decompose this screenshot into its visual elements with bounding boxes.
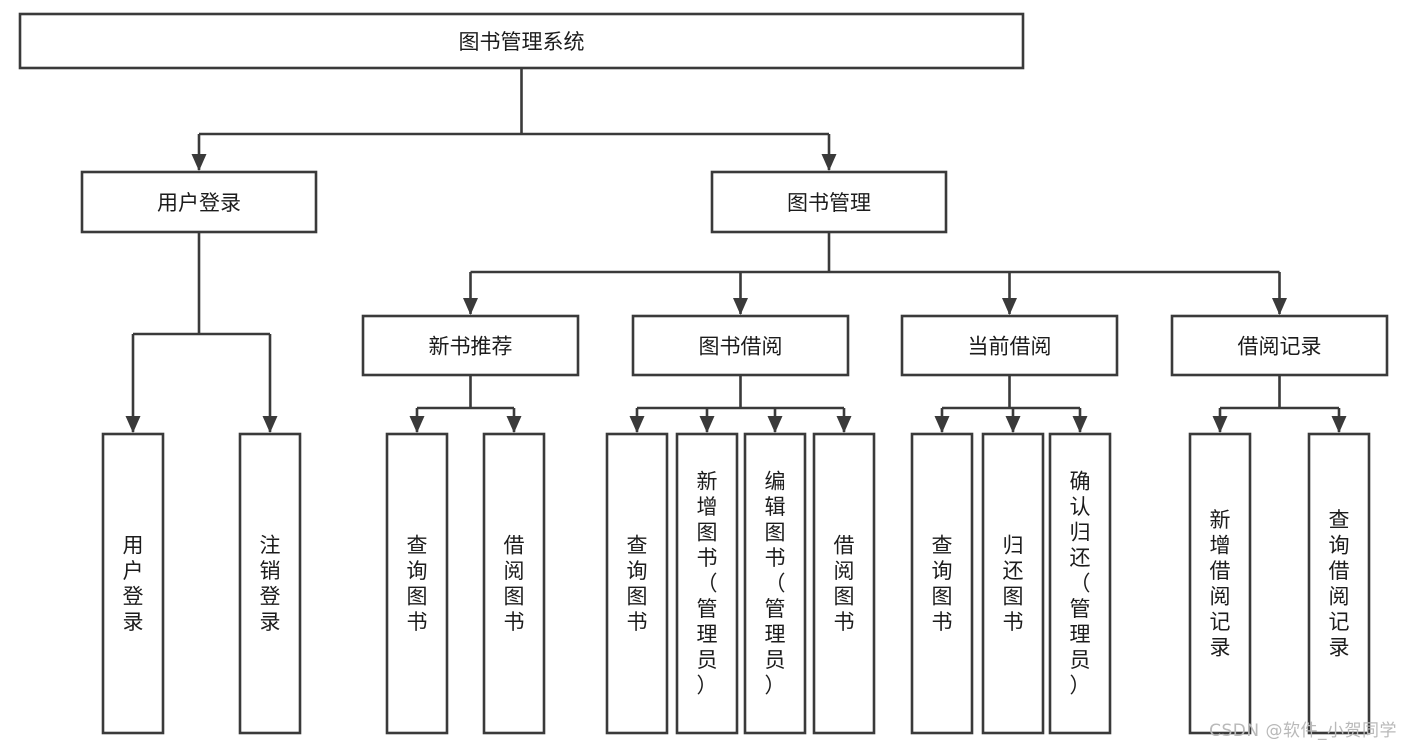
arrow-head-icon — [733, 298, 748, 315]
arrow-head-icon — [262, 416, 278, 433]
csdn-watermark: CSDN @软件_小贺同学 — [1209, 721, 1397, 741]
node-box-leaf-borrow-book-1 — [482, 432, 546, 735]
node-label-leaf-add-record: 新增借阅记录 — [1210, 508, 1231, 660]
node-box-book-borrow — [631, 314, 850, 377]
node-label-leaf-query-record: 查询借阅记录 — [1329, 508, 1350, 660]
node-leaf-borrow-book-1[interactable]: 借阅图书 — [482, 432, 546, 735]
node-leaf-query-book-3[interactable]: 查询图书 — [910, 432, 974, 735]
node-label-leaf-query-book-2: 查询图书 — [627, 533, 648, 634]
node-box-borrow-record — [1170, 314, 1389, 377]
node-box-leaf-confirm-return — [1048, 432, 1112, 735]
node-box-current-borrow — [900, 314, 1119, 377]
node-box-leaf-add-record — [1188, 432, 1252, 735]
node-box-leaf-edit-book — [743, 432, 807, 735]
arrow-head-icon — [934, 416, 950, 433]
node-leaf-query-record[interactable]: 查询借阅记录 — [1307, 432, 1371, 735]
node-current-borrow[interactable]: 当前借阅 — [900, 314, 1119, 377]
node-box-leaf-logout — [238, 432, 302, 735]
nodes-layer: 图书管理系统用户登录图书管理新书推荐图书借阅当前借阅借阅记录用户登录注销登录查询… — [18, 12, 1389, 735]
node-book-manage[interactable]: 图书管理 — [710, 170, 948, 234]
node-label-root: 图书管理系统 — [459, 30, 585, 54]
arrow-head-icon — [699, 416, 715, 433]
edges-layer — [125, 68, 1347, 433]
arrow-head-icon — [1005, 416, 1021, 433]
node-leaf-add-book[interactable]: 新增图书（管理员） — [675, 432, 739, 735]
node-box-leaf-borrow-book-2 — [812, 432, 876, 735]
node-leaf-query-book-2[interactable]: 查询图书 — [605, 432, 669, 735]
node-box-leaf-query-book-2 — [605, 432, 669, 735]
node-box-leaf-query-book-3 — [910, 432, 974, 735]
node-label-leaf-query-book-1: 查询图书 — [407, 533, 428, 634]
arrow-head-icon — [125, 416, 141, 433]
node-label-leaf-return-book: 归还图书 — [1003, 533, 1024, 634]
node-box-book-manage — [710, 170, 948, 234]
node-label-book-manage: 图书管理 — [787, 191, 871, 215]
node-label-book-borrow: 图书借阅 — [699, 335, 783, 359]
node-borrow-record[interactable]: 借阅记录 — [1170, 314, 1389, 377]
node-box-leaf-return-book — [981, 432, 1045, 735]
node-leaf-borrow-book-2[interactable]: 借阅图书 — [812, 432, 876, 735]
node-box-leaf-user-login — [101, 432, 165, 735]
arrow-head-icon — [1331, 416, 1347, 433]
node-box-leaf-add-book — [675, 432, 739, 735]
node-label-borrow-record: 借阅记录 — [1238, 335, 1322, 359]
node-label-leaf-user-login: 用户登录 — [123, 533, 144, 634]
node-user-login[interactable]: 用户登录 — [80, 170, 318, 234]
node-leaf-edit-book[interactable]: 编辑图书（管理员） — [743, 432, 807, 735]
node-leaf-confirm-return[interactable]: 确认归还（管理员） — [1048, 432, 1112, 735]
arrow-head-icon — [1002, 298, 1017, 315]
arrow-head-icon — [506, 416, 522, 433]
node-label-leaf-borrow-book-2: 借阅图书 — [834, 533, 855, 634]
arrow-head-icon — [836, 416, 852, 433]
arrow-head-icon — [629, 416, 645, 433]
node-box-leaf-query-book-1 — [385, 432, 449, 735]
node-leaf-logout[interactable]: 注销登录 — [238, 432, 302, 735]
node-root[interactable]: 图书管理系统 — [18, 12, 1025, 70]
arrow-head-icon — [1272, 298, 1287, 315]
node-box-root — [18, 12, 1025, 70]
node-leaf-return-book[interactable]: 归还图书 — [981, 432, 1045, 735]
arrow-head-icon — [1072, 416, 1088, 433]
node-box-user-login — [80, 170, 318, 234]
node-label-current-borrow: 当前借阅 — [968, 335, 1052, 359]
arrow-head-icon — [409, 416, 425, 433]
node-label-leaf-edit-book: 编辑图书（管理员） — [765, 470, 786, 698]
node-box-new-book-recommend — [361, 314, 580, 377]
node-label-leaf-add-book: 新增图书（管理员） — [697, 470, 718, 698]
node-label-user-login: 用户登录 — [157, 191, 241, 215]
arrow-head-icon — [191, 154, 207, 171]
arrow-head-icon — [821, 154, 837, 171]
arrow-head-icon — [767, 416, 783, 433]
node-book-borrow[interactable]: 图书借阅 — [631, 314, 850, 377]
node-label-leaf-logout: 注销登录 — [260, 533, 281, 634]
arrow-head-icon — [1212, 416, 1228, 433]
node-label-leaf-confirm-return: 确认归还（管理员） — [1070, 470, 1091, 698]
node-leaf-query-book-1[interactable]: 查询图书 — [385, 432, 449, 735]
node-leaf-add-record[interactable]: 新增借阅记录 — [1188, 432, 1252, 735]
node-label-leaf-borrow-book-1: 借阅图书 — [504, 533, 525, 634]
node-new-book-recommend[interactable]: 新书推荐 — [361, 314, 580, 377]
arrow-head-icon — [463, 298, 478, 315]
node-box-leaf-query-record — [1307, 432, 1371, 735]
node-label-leaf-query-book-3: 查询图书 — [932, 533, 953, 634]
node-leaf-user-login[interactable]: 用户登录 — [101, 432, 165, 735]
node-label-new-book-recommend: 新书推荐 — [429, 335, 513, 359]
